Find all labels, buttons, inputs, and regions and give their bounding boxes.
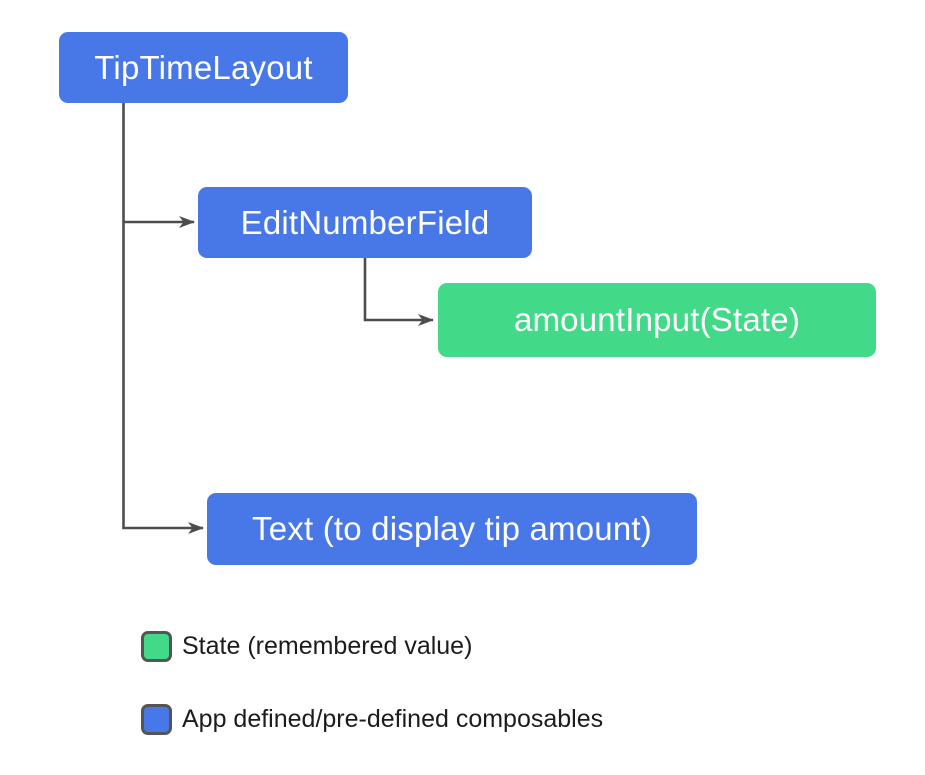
node-editnumberfield-label: EditNumberField: [240, 203, 490, 241]
legend-item-composables: App defined/pre-defined composables: [141, 703, 604, 735]
legend-label-state: State (remembered value): [182, 631, 473, 660]
node-text-display: Text (to display tip amount): [207, 493, 697, 565]
node-tiptimelayout-label: TipTimeLayout: [94, 48, 313, 86]
node-amountinput-state-label: amountInput(State): [513, 301, 801, 338]
state-color-swatch: [141, 630, 172, 662]
legend: State (remembered value) App defined/pre…: [141, 630, 604, 735]
node-amountinput-state: amountInput(State): [438, 283, 876, 357]
connector-editnumberfield-amountinput: [363, 258, 434, 326]
node-text-display-label: Text (to display tip amount): [252, 510, 652, 547]
legend-item-state: State (remembered value): [141, 630, 603, 662]
connector-tiptimelayout-text: [122, 103, 204, 534]
legend-label-composables: App defined/pre-defined composables: [182, 704, 604, 733]
node-editnumberfield: EditNumberField: [198, 187, 532, 258]
node-tiptimelayout: TipTimeLayout: [59, 32, 348, 103]
composable-color-swatch: [141, 703, 172, 735]
